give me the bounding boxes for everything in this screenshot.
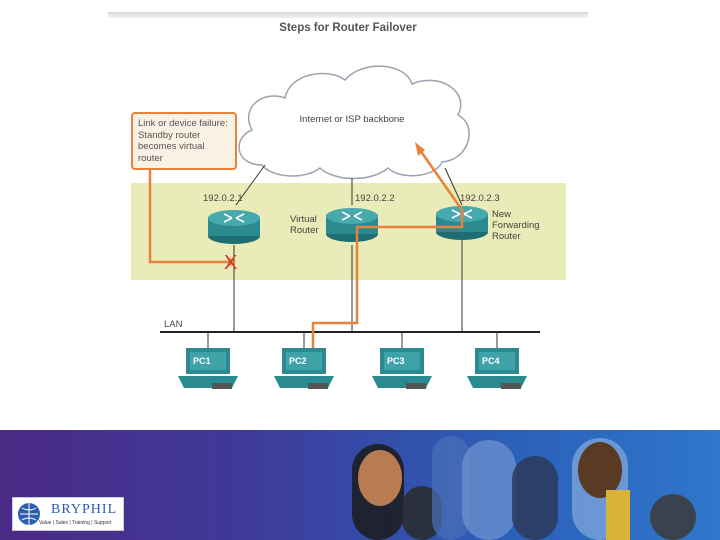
pc1-label: PC1	[193, 356, 211, 366]
uplink-r3	[444, 167, 463, 206]
logo-name: BRYPHIL	[51, 502, 118, 517]
callout-arrow	[148, 170, 228, 264]
traffic-arrowhead	[415, 142, 425, 156]
footer-portraits	[352, 436, 696, 540]
pc4	[467, 348, 527, 389]
logo-tagline: Value | Sales | Training | Support	[39, 520, 112, 526]
router-2-label: Virtual Router	[290, 214, 319, 236]
title-bar	[108, 12, 588, 18]
pc3	[372, 348, 432, 389]
traffic-path	[311, 149, 464, 352]
router-2-ip: 192.0.2.2	[355, 193, 395, 204]
internet-cloud	[238, 65, 470, 180]
router-3-label: New Forwarding Router	[492, 209, 540, 242]
router-1	[208, 210, 260, 244]
router-1-ip: 192.0.2.1	[203, 193, 243, 204]
pc2-label: PC2	[289, 356, 307, 366]
pc1	[178, 348, 238, 389]
pc2	[274, 348, 334, 389]
failure-callout: Link or device failure: Standby router b…	[131, 112, 237, 170]
lan-label: LAN	[164, 319, 183, 330]
callout-arrowhead	[228, 257, 236, 267]
cloud-label: Internet or ISP backbone	[299, 114, 405, 125]
router-3-ip: 192.0.2.3	[460, 193, 500, 204]
diagram-canvas	[131, 65, 566, 389]
logo: BRYPHIL Value | Sales | Training | Suppo…	[12, 497, 124, 531]
failure-mark: X	[224, 252, 238, 274]
router-2	[326, 208, 378, 242]
pc3-label: PC3	[387, 356, 405, 366]
diagram-title: Steps for Router Failover	[279, 22, 417, 34]
pc4-label: PC4	[482, 356, 500, 366]
uplink-r1	[235, 164, 266, 206]
globe-icon	[18, 503, 40, 525]
